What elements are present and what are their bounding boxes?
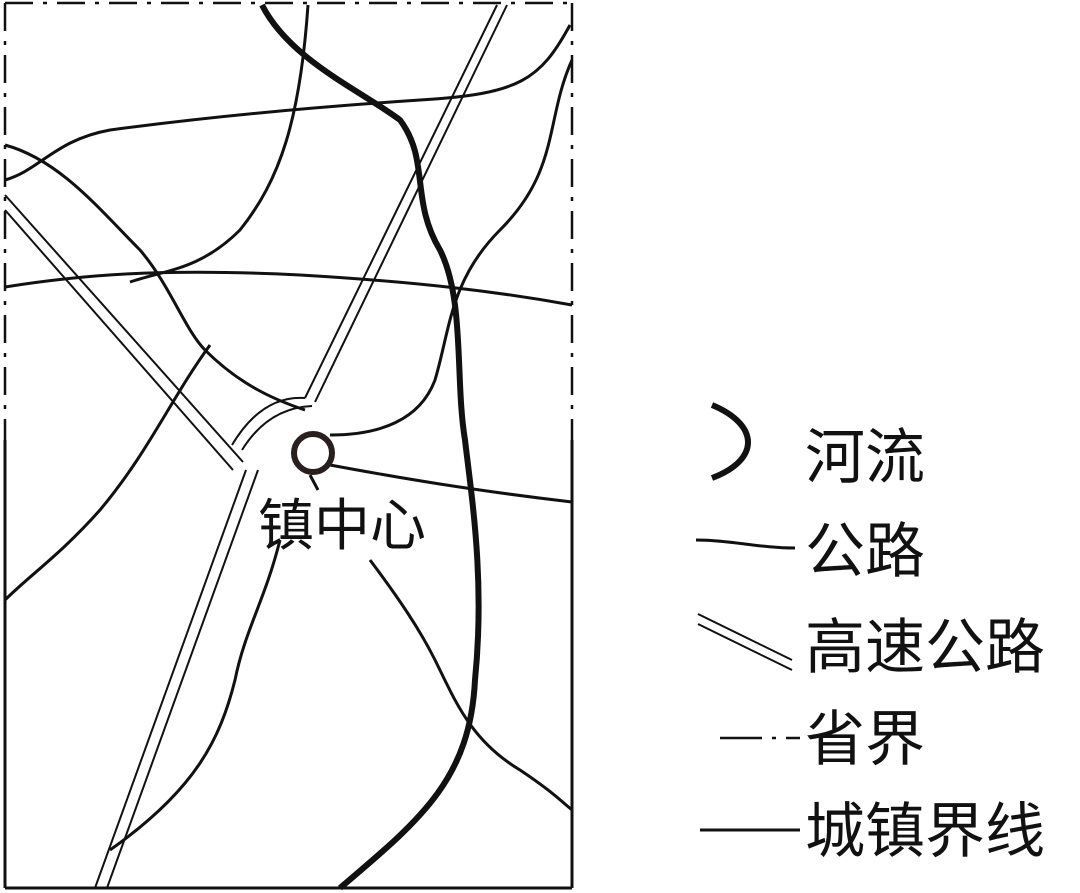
river: [259, 3, 482, 891]
legend-highway-symbol: [697, 613, 793, 671]
legend-highway-label: 高速公路: [805, 613, 1045, 683]
legend-province-label: 省界: [805, 705, 925, 775]
legend: 河流 公路 高速公路 省界 城镇界线: [695, 402, 1045, 867]
road-southwest: [3, 344, 212, 602]
highway-w-a: [4, 194, 244, 463]
roads: [3, 4, 574, 852]
highway-ne-a: [304, 4, 498, 399]
legend-road-symbol: [695, 538, 796, 550]
town-center-label: 镇中心: [258, 494, 426, 559]
road-center-stub: [308, 474, 320, 491]
legend-road-label: 公路: [805, 517, 925, 587]
road-upper-crossing: [4, 270, 573, 307]
road-north-curve: [129, 4, 310, 284]
highway-s-b: [106, 469, 259, 889]
highway-ramp-a: [231, 396, 306, 446]
province-border: [3, 1, 574, 440]
town-boundary: [3, 440, 574, 890]
road-right-curve: [329, 59, 574, 437]
road-south: [109, 539, 282, 852]
town-center-marker: [291, 431, 335, 475]
highway-ne-b: [314, 4, 508, 403]
road-top-arc: [4, 24, 572, 182]
highway: [4, 4, 508, 889]
legend-town-boundary-label: 城镇界线: [805, 797, 1045, 867]
highway-ramp-b: [241, 405, 313, 451]
legend-river-label: 河流: [805, 423, 925, 493]
highway-w-b: [4, 209, 234, 471]
legend-river-symbol: [710, 402, 751, 481]
highway-s-a: [94, 469, 247, 889]
road-southeast: [368, 559, 573, 812]
road-center-east: [329, 463, 573, 504]
road-left-sweep: [4, 143, 306, 412]
